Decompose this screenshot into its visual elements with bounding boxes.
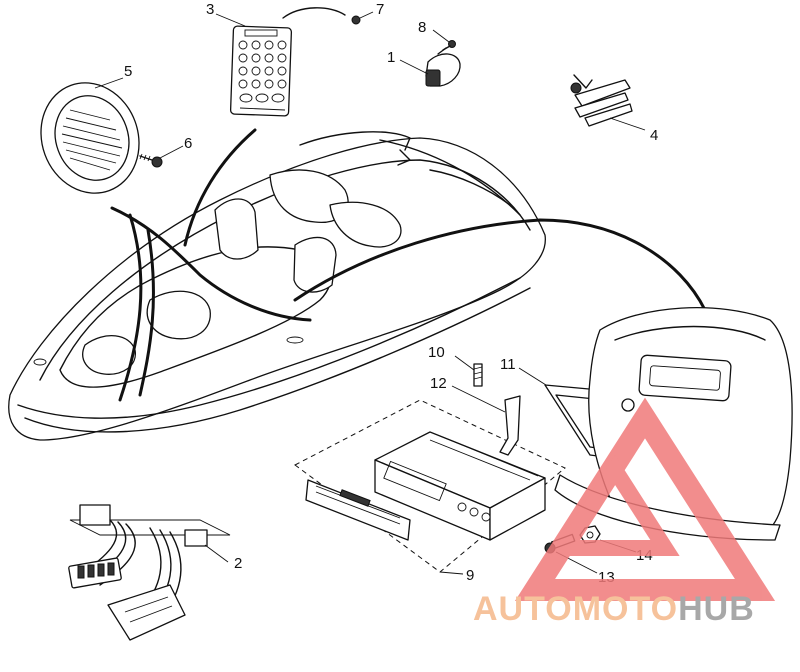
callout-12: 12 <box>430 375 447 392</box>
antenna-harness-part <box>570 74 633 127</box>
callout-2: 2 <box>234 555 242 572</box>
wiring-connector-part <box>68 504 231 641</box>
callout-5: 5 <box>124 63 132 80</box>
callout-8: 8 <box>418 19 426 36</box>
boat-illustration <box>8 131 546 441</box>
callout-labels: 1 2 3 4 5 6 7 8 9 10 11 12 13 14 <box>124 1 658 586</box>
callout-10: 10 <box>428 344 445 361</box>
watermark: AUTOMOTOHUB <box>473 397 776 628</box>
seat-front-left <box>214 198 259 260</box>
watermark-text: AUTOMOTOHUB <box>473 590 755 628</box>
mount-strap-part <box>499 395 521 456</box>
speaker-screw-part <box>139 153 163 168</box>
callout-9: 9 <box>466 567 474 584</box>
remote-control-part <box>229 7 346 117</box>
callout-6: 6 <box>184 135 192 152</box>
speaker-part <box>40 82 140 194</box>
callout-3: 3 <box>206 1 214 18</box>
callout-7: 7 <box>376 1 384 18</box>
callout-1: 1 <box>387 49 395 66</box>
stereo-assembly-part <box>294 399 566 573</box>
receiver-bracket-part <box>425 47 461 87</box>
screw-part-7 <box>351 15 361 25</box>
callout-4: 4 <box>650 127 658 144</box>
callout-11: 11 <box>500 356 516 373</box>
seat-front-right <box>293 236 337 293</box>
wiring-harness-lines <box>110 128 707 402</box>
watermark-logo-triangle <box>514 397 776 601</box>
bolt-part-10 <box>473 363 483 387</box>
